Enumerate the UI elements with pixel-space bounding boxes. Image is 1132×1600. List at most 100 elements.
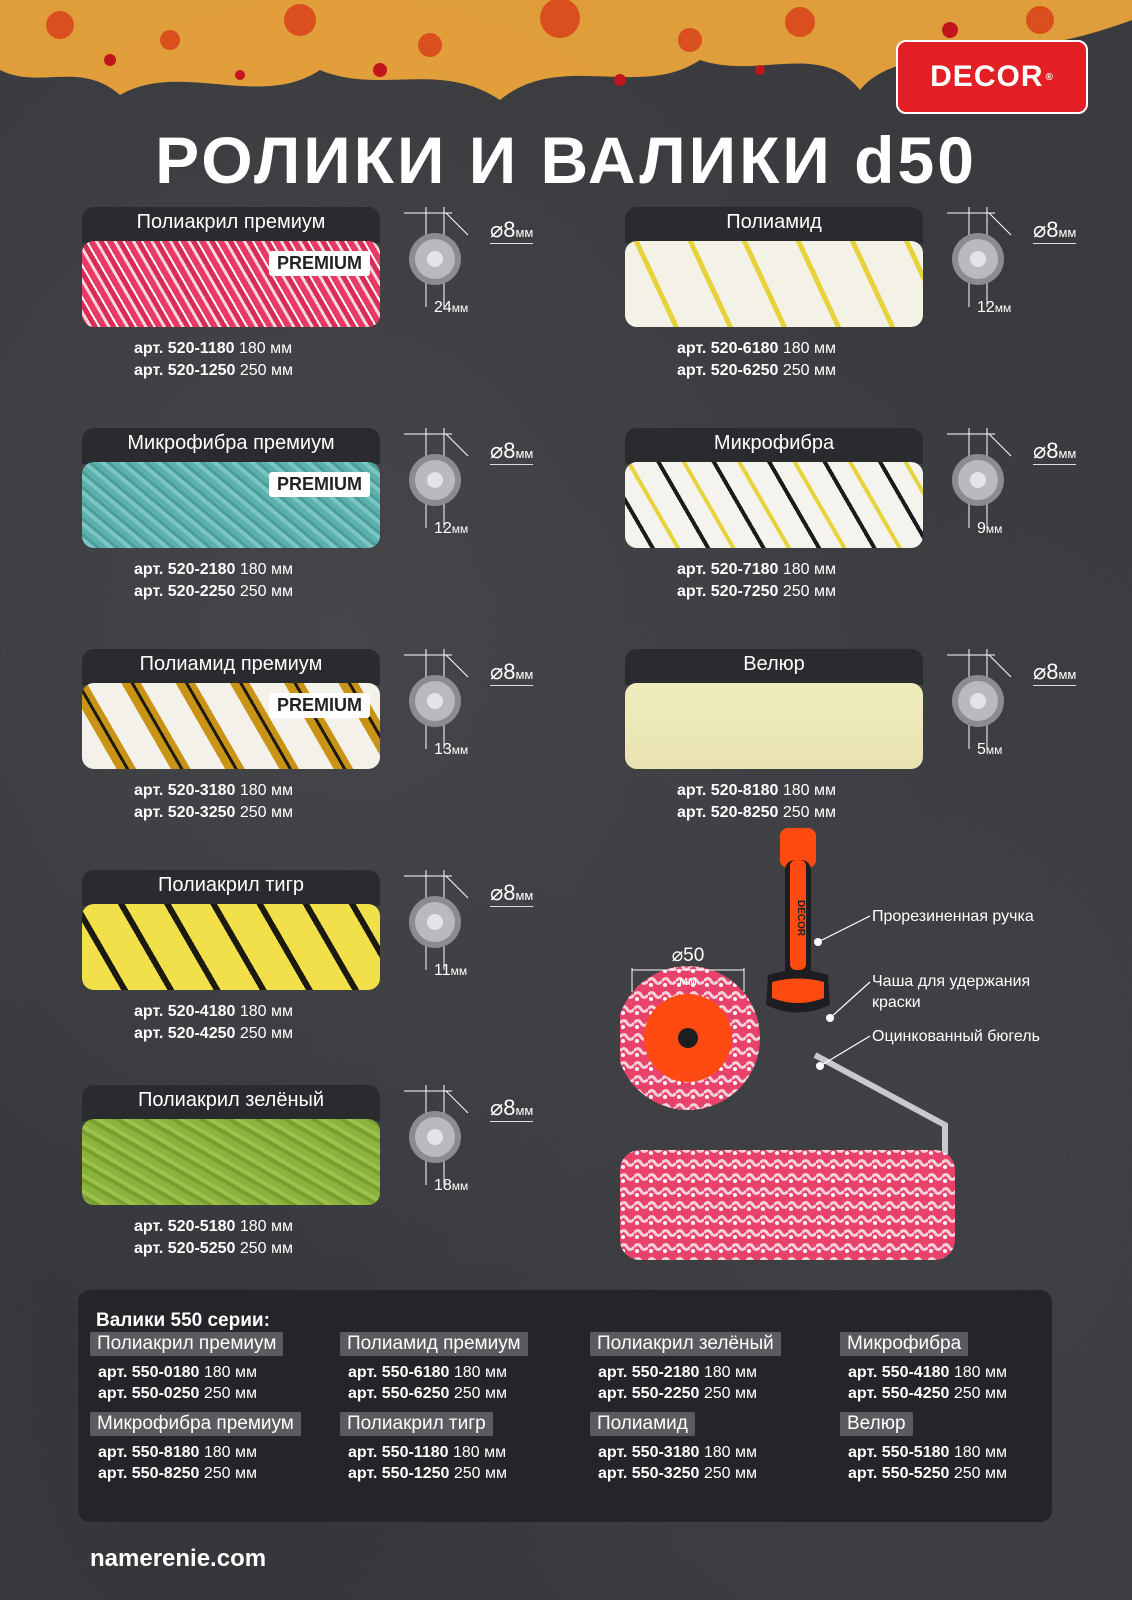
product-name: Полиамид премиум — [82, 649, 380, 685]
nap-length: 12мм — [434, 520, 468, 538]
article-code: арт. 550-6250 — [348, 1385, 450, 1402]
article-code: арт. 550-8250 — [98, 1465, 200, 1482]
dimension-diagram: ⌀8мм 13мм — [404, 649, 544, 769]
article-code: арт. 550-2180 — [598, 1364, 700, 1381]
core-diameter-unit: мм — [515, 225, 534, 240]
product-name: Полиамид — [625, 207, 923, 243]
core-diameter: ⌀8мм — [490, 217, 534, 244]
nap-length-unit: мм — [985, 522, 1003, 536]
article-numbers: арт. 520-5180 180 мм арт. 520-5250 250 м… — [134, 1216, 293, 1260]
roller-cross-section-icon — [947, 649, 1012, 749]
article-length: 250 мм — [203, 1465, 257, 1482]
article-length: 180 мм — [953, 1364, 1007, 1381]
series-item: Полиакрил премиум арт. 550-0180 180 мм а… — [90, 1332, 330, 1404]
article-length: 180 мм — [782, 561, 836, 578]
nap-length-unit: мм — [994, 301, 1012, 315]
core-diameter: ⌀8мм — [490, 1095, 534, 1122]
article-code: арт. 550-2250 — [598, 1385, 700, 1402]
article-code: арт. 550-4250 — [848, 1385, 950, 1402]
nap-length-unit: мм — [451, 522, 469, 536]
core-diameter: ⌀8мм — [1033, 438, 1077, 465]
nap-length-value: 11 — [434, 962, 451, 979]
article-code: арт. 520-7250 — [677, 583, 779, 600]
article-code: арт. 520-6250 — [677, 362, 779, 379]
series-item: Велюр арт. 550-5180 180 мм арт. 550-5250… — [840, 1412, 1080, 1484]
product-card: Полиамид премиум PREMIUM арт. 520-3180 1… — [82, 649, 642, 849]
core-diameter-value: ⌀8 — [1033, 217, 1059, 242]
article-length: 180 мм — [452, 1444, 507, 1461]
dimension-diagram: ⌀8мм 24мм — [404, 207, 544, 327]
roller-swatch — [82, 904, 380, 990]
article-length: 180 мм — [782, 782, 836, 799]
article-code: арт. 520-5250 — [134, 1240, 236, 1257]
article-length: 250 мм — [239, 583, 293, 600]
article-length: 250 мм — [239, 362, 293, 379]
core-diameter-value: ⌀8 — [490, 880, 516, 905]
roller-showcase: DECOR ⌀50 мм — [620, 828, 955, 1260]
series-550-title: Валики 550 серии: — [96, 1310, 270, 1331]
roller-swatch: PREMIUM — [82, 683, 380, 769]
article-numbers: арт. 520-1180 180 мм арт. 520-1250 250 м… — [134, 338, 293, 382]
nap-length-value: 9 — [977, 520, 986, 537]
core-diameter-unit: мм — [1058, 225, 1077, 240]
article-code: арт. 520-4250 — [134, 1025, 236, 1042]
nap-length-value: 12 — [977, 299, 995, 316]
product-name: Микрофибра — [625, 428, 923, 464]
article-length: 180 мм — [238, 340, 293, 357]
core-diameter-value: ⌀8 — [490, 217, 516, 242]
series-item-name: Микрофибра — [840, 1332, 969, 1356]
decor-logo: DECOR® — [896, 40, 1088, 114]
roller-swatch: PREMIUM — [82, 462, 380, 548]
article-numbers: арт. 520-2180 180 мм арт. 520-2250 250 м… — [134, 559, 293, 603]
article-code: арт. 520-8180 — [677, 782, 779, 799]
series-item: Полиакрил тигр арт. 550-1180 180 мм арт.… — [340, 1412, 580, 1484]
khokhloma-ornament — [0, 0, 1132, 100]
dimension-diagram: ⌀8мм 11мм — [404, 870, 544, 990]
article-code: арт. 520-4180 — [134, 1003, 236, 1020]
callout-leaders — [814, 915, 871, 1070]
article-length: 180 мм — [953, 1444, 1007, 1461]
registered-mark: ® — [1045, 71, 1054, 83]
product-card: Полиакрил зелёный арт. 520-5180 180 мм а… — [82, 1085, 642, 1285]
product-card: Полиакрил тигр арт. 520-4180 180 мм арт.… — [82, 870, 642, 1070]
handle-brand: DECOR — [795, 900, 806, 937]
premium-badge: PREMIUM — [269, 251, 370, 276]
series-550-panel: Валики 550 серии: Полиакрил премиум арт.… — [78, 1290, 1052, 1522]
website-link[interactable]: namerenie.com — [90, 1545, 267, 1572]
product-name: Полиакрил зелёный — [82, 1085, 380, 1121]
nap-length-value: 5 — [977, 741, 986, 758]
series-item: Полиамид арт. 550-3180 180 мм арт. 550-3… — [590, 1412, 830, 1484]
roller-cross-section-icon — [404, 207, 469, 307]
core-diameter-value: ⌀8 — [490, 438, 516, 463]
article-length: 250 мм — [239, 804, 293, 821]
product-card: Полиамид арт. 520-6180 180 мм арт. 520-6… — [625, 207, 1132, 407]
article-length: 250 мм — [703, 1465, 757, 1482]
nap-length: 24мм — [434, 299, 468, 317]
callout-handle: Прорезиненная ручка — [872, 908, 1034, 925]
roller-cross-section-icon — [404, 428, 469, 528]
product-name: Микрофибра премиум — [82, 428, 380, 464]
article-code: арт. 520-1180 — [134, 340, 235, 357]
product-card: Полиакрил премиум PREMIUM арт. 520-1180 … — [82, 207, 642, 407]
article-length: 180 мм — [453, 1364, 507, 1381]
core-diameter: ⌀8мм — [490, 880, 534, 907]
dimension-diagram: ⌀8мм 18мм — [404, 1085, 544, 1205]
callout-cup-2: краски — [872, 994, 921, 1011]
nap-length: 18мм — [434, 1177, 468, 1195]
article-length: 250 мм — [453, 1385, 507, 1402]
series-item-name: Полиамид — [590, 1412, 695, 1436]
article-length: 180 мм — [203, 1364, 257, 1381]
article-code: арт. 520-8250 — [677, 804, 779, 821]
series-item: Микрофибра премиум арт. 550-8180 180 мм … — [90, 1412, 330, 1484]
core-diameter-value: ⌀8 — [490, 659, 516, 684]
product-card: Велюр арт. 520-8180 180 мм арт. 520-8250… — [625, 649, 1132, 849]
article-length: 250 мм — [782, 583, 836, 600]
showcase-diameter-unit: мм — [679, 973, 697, 988]
core-diameter-unit: мм — [515, 1103, 534, 1118]
nap-length-unit: мм — [451, 1179, 469, 1193]
dimension-diagram: ⌀8мм 5мм — [947, 649, 1087, 769]
roller-cross-section-icon — [404, 649, 469, 749]
premium-badge: PREMIUM — [269, 693, 370, 718]
article-length: 180 мм — [239, 561, 293, 578]
series-item-name: Полиамид премиум — [340, 1332, 528, 1356]
